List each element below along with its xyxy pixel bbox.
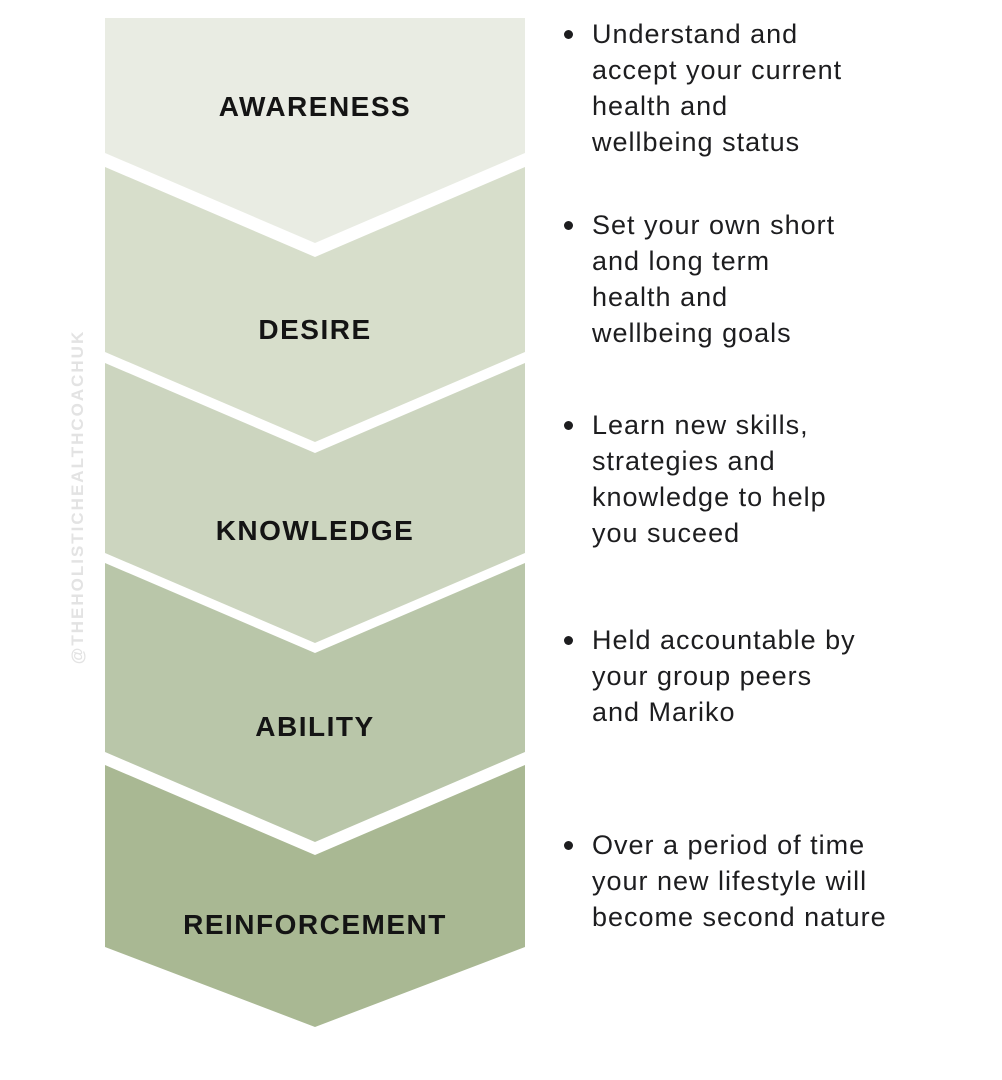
bullet-desire: Set your own short and long term health … bbox=[564, 207, 835, 351]
bullet-dot-icon bbox=[564, 30, 573, 39]
step-label-desire: DESIRE bbox=[258, 314, 372, 345]
bullet-dot-icon bbox=[564, 421, 573, 430]
bullet-dot-icon bbox=[564, 841, 573, 850]
watermark-handle-text: @THEHOLISTICHEALTHCOACHUK bbox=[68, 329, 87, 665]
bullet-text-reinforcement: Over a period of time your new lifestyle… bbox=[592, 830, 887, 932]
bullet-dot-icon bbox=[564, 221, 573, 230]
bullet-knowledge: Learn new skills, strategies and knowled… bbox=[564, 407, 827, 551]
bullet-text-knowledge: Learn new skills, strategies and knowled… bbox=[592, 410, 827, 548]
bullet-text-ability: Held accountable by your group peers and… bbox=[592, 625, 856, 727]
step-label-ability: ABILITY bbox=[255, 711, 375, 742]
bullet-reinforcement: Over a period of time your new lifestyle… bbox=[564, 827, 887, 935]
step-label-knowledge: KNOWLEDGE bbox=[215, 515, 415, 546]
step-label-awareness: AWARENESS bbox=[218, 91, 412, 122]
bullet-text-desire: Set your own short and long term health … bbox=[592, 210, 836, 348]
bullet-awareness: Understand and accept your current healt… bbox=[564, 16, 842, 160]
bullet-text-awareness: Understand and accept your current healt… bbox=[592, 19, 843, 157]
bullet-dot-icon bbox=[564, 636, 573, 645]
step-label-reinforcement: REINFORCEMENT bbox=[183, 909, 447, 940]
bullet-ability: Held accountable by your group peers and… bbox=[564, 622, 856, 730]
